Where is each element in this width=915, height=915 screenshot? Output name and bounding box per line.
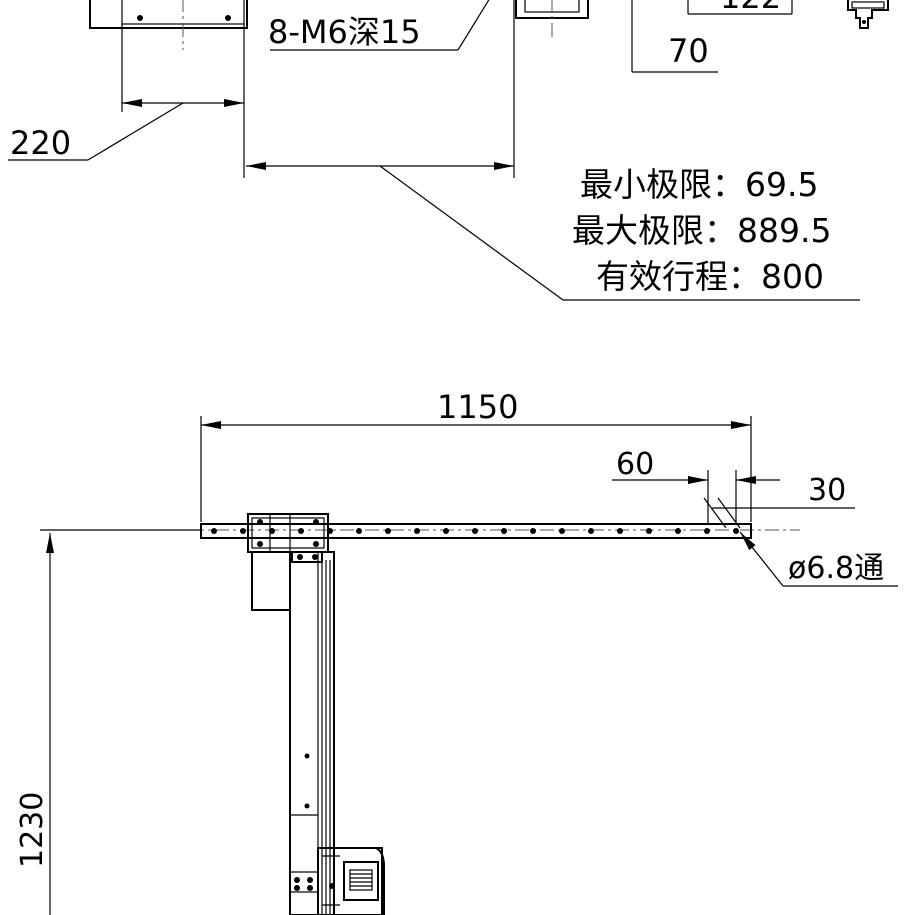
vertical-column bbox=[289, 551, 335, 915]
dim-60-30: 60 30 bbox=[612, 447, 855, 529]
end-block-top bbox=[515, 0, 589, 40]
min-limit-text: 最小极限：69.5 bbox=[580, 165, 818, 204]
stroke-text: 有效行程：800 bbox=[596, 257, 824, 296]
beam-hole bbox=[588, 528, 594, 534]
dim-70: 70 122 bbox=[631, 0, 793, 73]
bottom-actuator bbox=[289, 847, 385, 915]
max-limit-text: 最大极限：889.5 bbox=[572, 211, 831, 250]
beam-hole bbox=[298, 528, 304, 534]
dim-stroke bbox=[246, 0, 860, 301]
front-view: 1150 60 30 ø6.8通 bbox=[15, 388, 898, 915]
beam-hole bbox=[704, 528, 710, 534]
beam-hole bbox=[530, 528, 536, 534]
horizontal-beam bbox=[40, 523, 800, 539]
hole-note: ø6.8通 bbox=[739, 531, 898, 587]
dim-partial-text: 122 bbox=[720, 0, 781, 16]
dim-1230: 1230 bbox=[15, 529, 200, 915]
beam-hole bbox=[646, 528, 652, 534]
beam-hole bbox=[472, 528, 478, 534]
dim-220: 220 bbox=[8, 24, 245, 178]
beam-slider bbox=[247, 513, 329, 611]
thread-note-text: 8-M6深15 bbox=[268, 13, 421, 51]
beam-hole bbox=[240, 528, 246, 534]
dim-30-text: 30 bbox=[808, 473, 846, 508]
beam-hole bbox=[559, 528, 565, 534]
beam-hole bbox=[356, 528, 362, 534]
beam-hole bbox=[211, 528, 217, 534]
beam-hole bbox=[443, 528, 449, 534]
dim-1230-text: 1230 bbox=[15, 792, 50, 868]
profile-section-icon bbox=[847, 0, 889, 29]
hole-note-text: ø6.8通 bbox=[788, 551, 884, 586]
beam-hole bbox=[501, 528, 507, 534]
dim-220-text: 220 bbox=[10, 124, 71, 162]
dim-1150-text: 1150 bbox=[437, 388, 518, 426]
beam-hole bbox=[675, 528, 681, 534]
beam-hole bbox=[414, 528, 420, 534]
beam-hole bbox=[733, 528, 739, 534]
dim-70-text: 70 bbox=[668, 32, 709, 70]
carriage-block-top bbox=[89, 0, 248, 50]
beam-hole bbox=[617, 528, 623, 534]
top-view: 220 8-M6深15 70 122 bbox=[8, 0, 889, 301]
thread-note: 8-M6深15 bbox=[268, 0, 490, 51]
beam-hole bbox=[385, 528, 391, 534]
dim-1150: 1150 bbox=[200, 388, 752, 522]
dim-60-text: 60 bbox=[616, 447, 654, 482]
